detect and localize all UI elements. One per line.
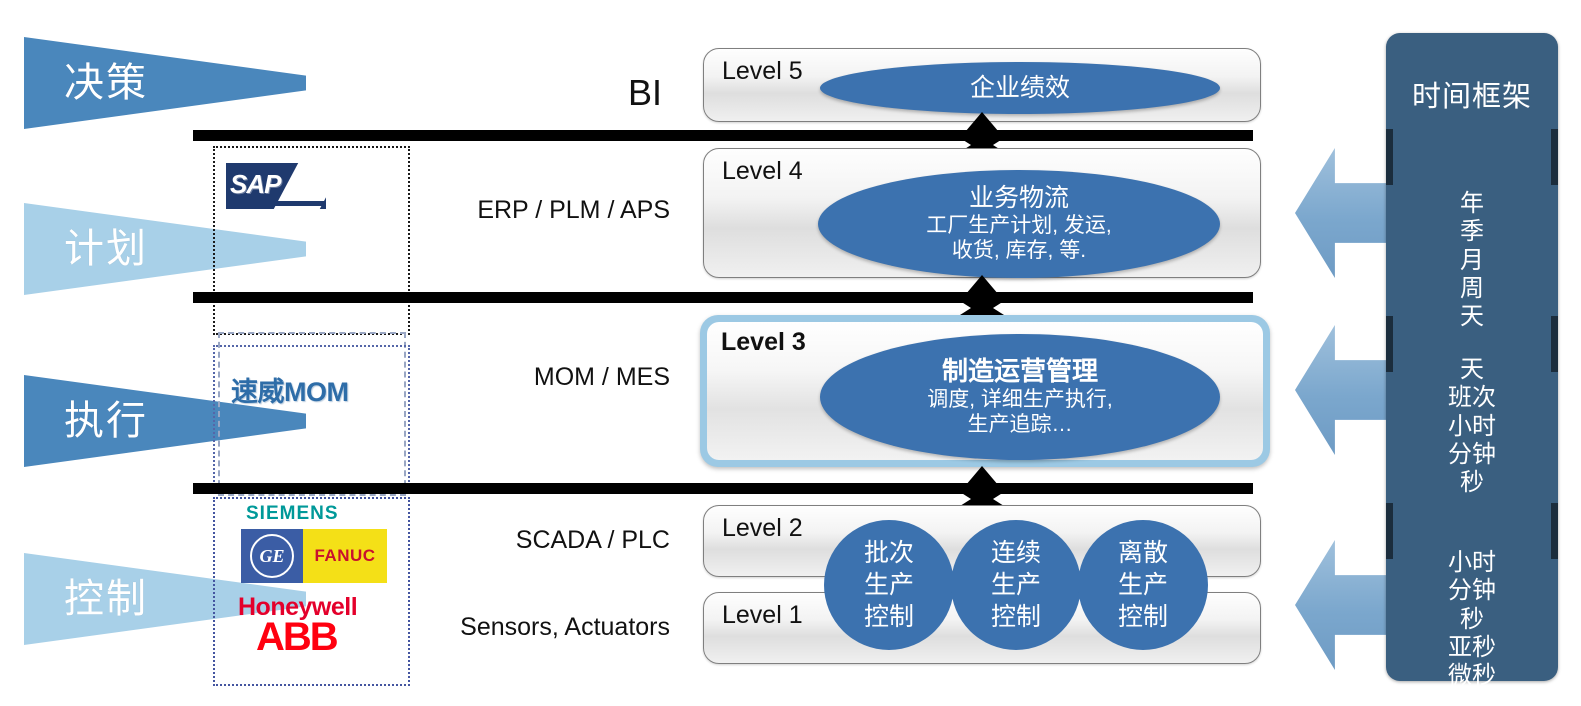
banner-label: 执行 (64, 399, 148, 443)
time-arrow-planning (1295, 148, 1390, 278)
level-4-title: Level 4 (722, 157, 803, 185)
logo-honeywell: Honeywell (238, 593, 358, 621)
banner-decision: 决策 (24, 37, 306, 129)
sap-wordmark: SAP (230, 169, 281, 199)
level-5-ellipse: 企业绩效 (820, 62, 1220, 114)
dotted-group-mom-dashed (218, 332, 406, 496)
level-5-ellipse-title: 企业绩效 (969, 73, 1070, 102)
level-5-title: Level 5 (722, 57, 803, 85)
level-4-ellipse: 业务物流 工厂生产计划, 发运, 收货, 库存, 等. (818, 170, 1220, 278)
banner-execution: 执行 (24, 375, 306, 467)
label-bi: BI (628, 72, 663, 113)
time-arrow-control (1295, 540, 1390, 670)
time-arrow-execution (1295, 325, 1390, 455)
separator-bar-level3-2 (193, 483, 1253, 494)
dotted-group-control (213, 497, 410, 686)
label-scada: SCADA / PLC (515, 526, 670, 554)
label-mom: MOM / MES (533, 363, 670, 391)
time-group-execution: 天 班次 小时 分钟 秒 (1448, 356, 1496, 497)
banner-label: 决策 (64, 61, 148, 105)
label-erp: ERP / PLM / APS (477, 196, 670, 224)
separator-bar-level5-4 (193, 130, 1253, 141)
level-3-ellipse: 制造运营管理 调度, 详细生产执行, 生产追踪… (820, 334, 1220, 460)
logo-ge-fanuc: GE FANUC (241, 529, 387, 583)
panel-notch-left-3 (1386, 503, 1393, 559)
banner-label: 控制 (64, 577, 148, 621)
level-4-ellipse-subtitle: 工厂生产计划, 发运, 收货, 库存, 等. (926, 214, 1112, 263)
dotted-group-erp (213, 146, 410, 335)
banner-plan: 计划 (24, 203, 306, 295)
logo-abb: ABB (256, 615, 339, 659)
level-2-box[interactable]: Level 2 (703, 505, 1261, 577)
banner-control: 控制 (24, 553, 306, 645)
time-group-control: 小时 分钟 秒 亚秒 微秒 (1448, 549, 1496, 690)
level-3-title: Level 3 (721, 328, 806, 356)
panel-notch-left-1 (1386, 129, 1393, 185)
fanuc-block: FANUC (303, 529, 387, 583)
panel-notch-left-2 (1386, 316, 1393, 372)
ge-block: GE (241, 529, 303, 583)
panel-notch-right-1 (1551, 129, 1558, 185)
ge-monogram: GE (250, 534, 294, 578)
logo-siemens: SIEMENS (246, 503, 339, 524)
time-frame-title: 时间框架 (1411, 81, 1532, 113)
time-group-planning: 年 季 月 周 天 (1460, 190, 1484, 331)
dotted-group-mom (213, 345, 410, 494)
level-3-ellipse-title: 制造运营管理 (941, 355, 1098, 386)
level-4-ellipse-title: 业务物流 (968, 184, 1069, 213)
panel-notch-right-3 (1551, 503, 1558, 559)
level-1-title: Level 1 (722, 601, 803, 629)
sap-band (226, 201, 326, 206)
separator-bar-level4-3 (193, 292, 1253, 303)
level-3-ellipse-subtitle: 调度, 详细生产执行, 生产追踪… (927, 387, 1113, 436)
panel-notch-right-2 (1551, 316, 1558, 372)
level-1-box[interactable]: Level 1 (703, 592, 1261, 664)
logo-sap: SAP (226, 163, 326, 209)
banner-label: 计划 (64, 227, 148, 271)
level-2-title: Level 2 (722, 514, 803, 542)
logo-suwei-mom: 速威MOM (231, 377, 349, 407)
label-sensors: Sensors, Actuators (460, 613, 670, 641)
time-frame-panel: 时间框架 年 季 月 周 天 天 班次 小时 分钟 秒 小时 分钟 秒 亚秒 微… (1386, 33, 1558, 689)
